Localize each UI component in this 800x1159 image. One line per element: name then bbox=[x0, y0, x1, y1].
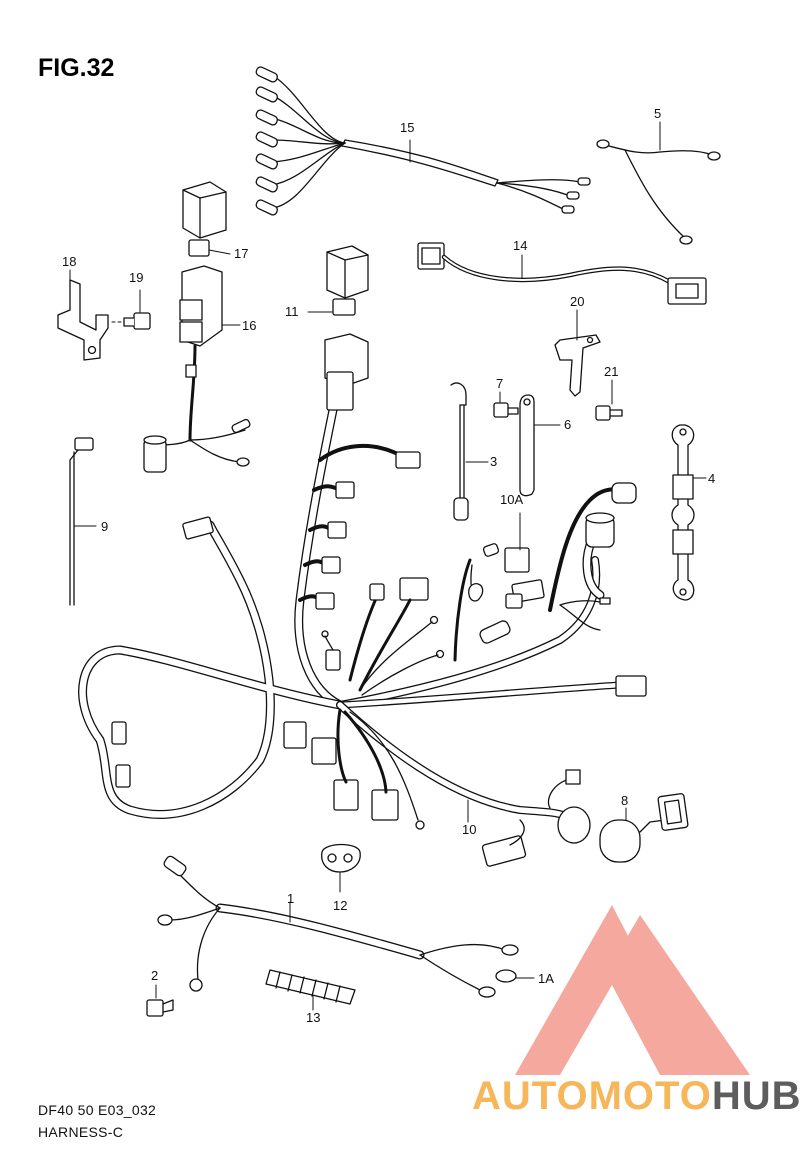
figure-title: FIG.32 bbox=[38, 54, 115, 82]
callout-18: 18 bbox=[62, 254, 76, 269]
callout-9: 9 bbox=[101, 519, 108, 534]
part-7-bolt bbox=[493, 391, 519, 418]
callout-4: 4 bbox=[708, 471, 715, 486]
callout-3: 3 bbox=[490, 454, 497, 469]
part-10-main-harness bbox=[78, 333, 647, 867]
part-13-tube bbox=[265, 969, 356, 1011]
part-1a-washer bbox=[495, 969, 535, 983]
callout-7: 7 bbox=[496, 376, 503, 391]
logo-text-dark: HUB bbox=[711, 1074, 800, 1118]
part-5-ground-wire bbox=[596, 121, 721, 245]
part-15-sub-harness bbox=[255, 66, 591, 216]
automotohub-logo-text: AUTOMOTOHUB bbox=[472, 1074, 800, 1119]
figure-code: DF40 50 E03_032 bbox=[38, 1102, 157, 1118]
part-6-bracket bbox=[519, 394, 561, 497]
part-11-relay bbox=[307, 245, 369, 316]
callout-10: 10 bbox=[462, 822, 476, 837]
callout-11: 11 bbox=[285, 304, 299, 319]
callout-21: 21 bbox=[604, 364, 618, 379]
callout-15: 15 bbox=[400, 120, 414, 135]
callout-5: 5 bbox=[654, 106, 661, 121]
part-20-bracket bbox=[554, 309, 601, 397]
callout-6: 6 bbox=[564, 417, 571, 432]
callout-12: 12 bbox=[333, 898, 347, 913]
figure-name: HARNESS-C bbox=[38, 1124, 124, 1140]
callout-8: 8 bbox=[621, 793, 628, 808]
part-8-plug bbox=[547, 769, 689, 863]
callout-13: 13 bbox=[306, 1010, 320, 1025]
callout-10a: 10A bbox=[500, 492, 523, 507]
part-18-bracket bbox=[57, 269, 109, 361]
part-9-tie-strap bbox=[69, 437, 97, 606]
part-14-extension-wire bbox=[417, 242, 707, 305]
callout-17: 17 bbox=[234, 246, 248, 261]
part-21-bolt bbox=[595, 379, 623, 421]
callout-2: 2 bbox=[151, 968, 158, 983]
part-17-relay bbox=[182, 181, 231, 257]
part-4-ground-strap bbox=[671, 424, 707, 601]
callout-1: 1 bbox=[287, 891, 294, 906]
logo-text-colored: AUTOMOTO bbox=[472, 1074, 712, 1118]
part-2-bolt bbox=[146, 984, 174, 1017]
part-19-bolt bbox=[111, 289, 151, 330]
part-3-cable bbox=[450, 382, 489, 521]
automotohub-logo-mark bbox=[515, 905, 750, 1075]
part-12-grommet bbox=[321, 843, 361, 893]
callout-16: 16 bbox=[242, 318, 256, 333]
callout-19: 19 bbox=[129, 270, 143, 285]
part-1-battery-cable bbox=[157, 855, 519, 998]
part-16-relay-socket bbox=[143, 265, 251, 473]
callout-1a: 1A bbox=[538, 971, 554, 986]
callout-14: 14 bbox=[513, 238, 527, 253]
callout-20: 20 bbox=[570, 294, 584, 309]
